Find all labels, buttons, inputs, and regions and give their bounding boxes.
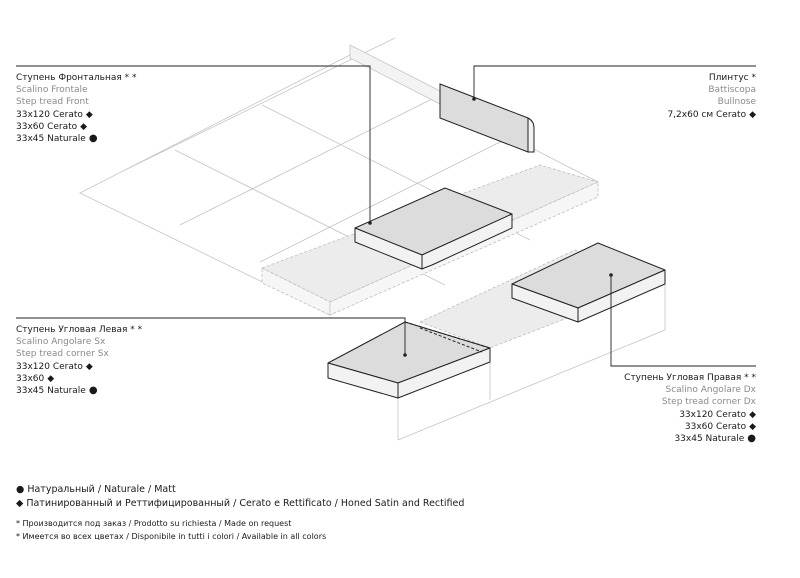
legend-matt: ● Натуральный / Naturale / Matt <box>16 484 176 495</box>
note-made-on-request: * Производится под заказ / Prodotto su r… <box>16 519 292 528</box>
leader-dots <box>368 97 613 357</box>
note-all-colors: * Имеется во всех цветах / Disponibile i… <box>16 532 327 541</box>
front-step-label: Ступень Фронтальная * * Scalino Frontale… <box>16 72 137 145</box>
circle-icon: ● <box>747 433 756 445</box>
leader-lines <box>16 65 756 367</box>
left-corner-tread <box>327 321 491 399</box>
front-step-it: Scalino Frontale <box>16 85 88 96</box>
right-corner-en: Step tread corner Dx <box>661 397 756 408</box>
legend-matt-text: Натуральный / Naturale / Matt <box>27 484 176 495</box>
front-size-1: 33x120 Cerato◆ <box>16 109 93 120</box>
bullnose-label: Плинтус * Battiscopa Bullnose 7,2x60 см … <box>667 72 756 121</box>
left-corner-en: Step tread corner Sx <box>16 349 109 360</box>
right-corner-tread <box>511 242 666 323</box>
diamond-icon: ◆ <box>80 121 88 132</box>
right-size-3: 33x45 Naturale● <box>674 433 756 445</box>
bullnose-size-1: 7,2x60 см Cerato◆ <box>667 109 756 120</box>
diamond-icon: ◆ <box>47 373 55 384</box>
diamond-icon: ◆ <box>85 361 93 372</box>
circle-icon: ● <box>88 133 98 145</box>
right-size-1: 33x120 Cerato◆ <box>679 409 756 420</box>
legend-honed: ◆ Патинированный и Реттифицированный / C… <box>16 498 464 509</box>
right-size-2: 33x60 Cerato◆ <box>684 421 756 432</box>
left-size-3: 33x45 Naturale● <box>16 385 98 397</box>
left-size-1: 33x120 Cerato◆ <box>16 361 93 372</box>
front-size-3: 33x45 Naturale● <box>16 133 98 145</box>
diamond-icon: ◆ <box>85 109 93 120</box>
diamond-icon: ◆ <box>749 109 756 120</box>
diamond-icon: ◆ <box>16 498 24 509</box>
riser-guides <box>397 280 666 441</box>
front-step-en: Step tread Front <box>16 97 89 108</box>
bullnose-piece <box>439 83 535 153</box>
bullnose-title: Плинтус * <box>708 73 756 83</box>
right-corner-label: Ступень Угловая Правая * * Scalino Angol… <box>624 372 756 445</box>
left-corner-it: Scalino Angolare Sx <box>16 337 106 348</box>
front-step-title: Ступень Фронтальная * * <box>16 73 137 83</box>
diamond-icon: ◆ <box>749 409 756 420</box>
circle-icon: ● <box>16 484 25 495</box>
front-size-2: 33x60 Cerato◆ <box>16 121 88 132</box>
right-corner-title: Ступень Угловая Правая * * <box>624 373 756 383</box>
bullnose-en: Bullnose <box>717 97 756 108</box>
circle-icon: ● <box>88 385 98 397</box>
left-size-2: 33x60◆ <box>16 373 55 384</box>
diamond-icon: ◆ <box>749 421 756 432</box>
left-corner-title: Ступень Угловая Левая * * <box>16 325 143 335</box>
right-corner-it: Scalino Angolare Dx <box>665 385 756 396</box>
wall-panel <box>349 44 441 105</box>
front-step-tread <box>354 187 513 270</box>
legend-honed-text: Патинированный и Реттифицированный / Cer… <box>26 498 465 509</box>
left-corner-label: Ступень Угловая Левая * * Scalino Angola… <box>16 324 142 397</box>
bullnose-it: Battiscopa <box>708 85 756 96</box>
